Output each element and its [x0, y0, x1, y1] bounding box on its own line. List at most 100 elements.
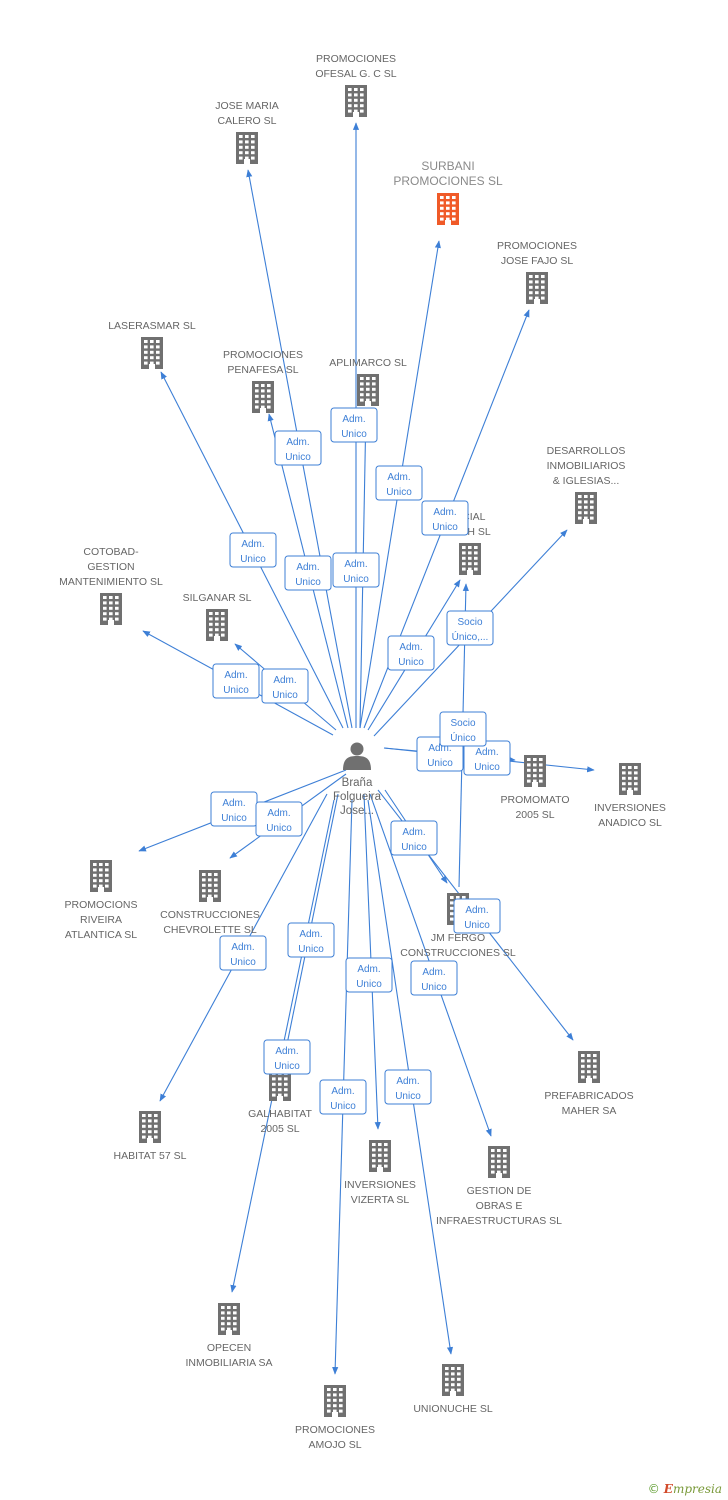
company-label-habitat-57-line-1: HABITAT 57 SL	[114, 1150, 187, 1162]
edge-label-box[interactable]	[330, 407, 378, 443]
edge-label-text-2: Unico	[474, 762, 500, 773]
edge-label-text-2: Único,...	[452, 630, 489, 643]
edge-label-text-1: Adm.	[399, 642, 422, 653]
edge-label-comercial-inch[interactable]: Adm.Unico	[387, 635, 435, 671]
edge-label-silganar[interactable]: Adm.Unico	[261, 668, 309, 704]
edge-label-box[interactable]	[229, 532, 277, 568]
company-label-galhabitat-line-2: 2005 SL	[260, 1123, 299, 1135]
building-icon	[252, 381, 274, 413]
company-label-promomato-line-1: PROMOMATO	[500, 794, 569, 806]
edge-label-promociones-ofesal[interactable]: Adm.Unico	[332, 552, 380, 588]
company-node-habitat-57[interactable]: HABITAT 57 SL	[114, 1111, 187, 1162]
edge-label-box[interactable]	[439, 711, 487, 747]
edge-label-cotobad[interactable]: Adm.Unico	[212, 663, 260, 699]
edge-label-text-1: Adm.	[387, 472, 410, 483]
edge-label-text-2: Unico	[464, 920, 490, 931]
edge-label-text-1: Adm.	[222, 798, 245, 809]
person-label-line-2: Folgueira	[333, 791, 382, 803]
edge-label-jm-fergo[interactable]: Adm.Unico	[390, 820, 438, 856]
person-node-center[interactable]: BrañaFolgueiraJose...	[333, 742, 382, 818]
edge-label-promociones-penafesa[interactable]: Adm.Unico	[274, 430, 322, 466]
company-label-cotobad-line-1: COTOBAD-	[83, 546, 139, 558]
edge-label-galhabitat[interactable]: Adm.Unico	[287, 922, 335, 958]
edge-label-text-1: Adm.	[241, 539, 264, 550]
edge-label-box[interactable]	[212, 663, 260, 699]
edge-label-box[interactable]	[261, 668, 309, 704]
edge-label-box[interactable]	[263, 1039, 311, 1075]
edge-label-box[interactable]	[332, 552, 380, 588]
company-label-promociones-jose-fajo-line-2: JOSE FAJO SL	[501, 255, 574, 267]
building-icon	[206, 609, 228, 641]
company-node-laserasmar[interactable]: LASERASMAR SL	[108, 320, 196, 369]
brand-footer: ©Empresia	[648, 1482, 722, 1496]
edge-label-construcciones-chevrolette[interactable]: Adm.Unico	[255, 801, 303, 837]
edge-label-text-2: Unico	[221, 813, 247, 824]
edge-label-promocions-riveira[interactable]: Adm. Unico	[210, 791, 258, 827]
edge-label-gestion-obras[interactable]: Adm.Unico	[410, 960, 458, 996]
edge-label-box[interactable]	[446, 610, 494, 646]
company-node-aplimarco[interactable]: APLIMARCO SL	[329, 357, 407, 406]
edge-label-unionuche[interactable]: Adm.Unico	[384, 1069, 432, 1105]
edge-label-prefabricados-maher[interactable]: Adm.Unico	[453, 898, 501, 934]
edge-label-box[interactable]	[410, 960, 458, 996]
company-label-promocions-riveira-line-3: ATLANTICA SL	[65, 929, 137, 941]
edge-label-surbani[interactable]: Adm.Unico	[375, 465, 423, 501]
edge-label-box[interactable]	[387, 635, 435, 671]
edge-label-box[interactable]	[463, 740, 511, 776]
edge-label-box[interactable]	[421, 500, 469, 536]
company-label-promocions-riveira-line-2: RIVEIRA	[80, 914, 122, 926]
edge-label-text-2: Unico	[274, 1061, 300, 1072]
person-icon	[343, 742, 371, 770]
edge-label-box[interactable]	[390, 820, 438, 856]
edge-label-box[interactable]	[219, 935, 267, 971]
company-label-promomato-line-2: 2005 SL	[515, 809, 554, 821]
edge-label-opecen[interactable]: Adm.Unico	[263, 1039, 311, 1075]
edge-label-promociones-amojo[interactable]: Adm.Unico	[319, 1079, 367, 1115]
company-node-unionuche[interactable]: UNIONUCHE SL	[413, 1364, 493, 1415]
company-label-jose-maria-calero-line-2: CALERO SL	[218, 115, 277, 127]
edge-label-text-1: Adm.	[331, 1086, 354, 1097]
edge-label-box[interactable]	[345, 957, 393, 993]
company-node-silganar[interactable]: SILGANAR SL	[183, 592, 252, 641]
edge-label-box[interactable]	[453, 898, 501, 934]
edge-label-box[interactable]	[319, 1079, 367, 1115]
edge-label-desarrollos-inmobiliarios[interactable]: SocioÚnico,...	[446, 610, 494, 646]
edge-label-jose-maria-calero[interactable]: Adm.Unico	[284, 555, 332, 591]
edge-label-box[interactable]	[384, 1069, 432, 1105]
edge-label-promomato[interactable]: Adm.Unico	[463, 740, 511, 776]
edge-label-box[interactable]	[287, 922, 335, 958]
edge-label-text-1: Adm.	[267, 808, 290, 819]
edge-label-habitat-57[interactable]: Adm.Unico	[219, 935, 267, 971]
edge-label-promociones-jose-fajo[interactable]: Adm.Unico	[421, 500, 469, 536]
edge-label-aplimarco[interactable]: Adm.Unico	[330, 407, 378, 443]
brand-name: mpresia	[672, 1482, 722, 1496]
building-icon	[619, 763, 641, 795]
edge-label-box[interactable]	[255, 801, 303, 837]
edge-label-box[interactable]	[284, 555, 332, 591]
edge-label-inversiones-vizerta[interactable]: Adm.Unico	[345, 957, 393, 993]
edge-label-box[interactable]	[375, 465, 423, 501]
building-icon	[236, 132, 258, 164]
edge-label-box[interactable]	[274, 430, 322, 466]
edge-label-text-1: Adm.	[299, 929, 322, 940]
edge-label-text-1: Adm.	[224, 670, 247, 681]
edge-label-laserasmar[interactable]: Adm.Unico	[229, 532, 277, 568]
company-node-promomato[interactable]: PROMOMATO 2005 SL	[500, 755, 570, 821]
